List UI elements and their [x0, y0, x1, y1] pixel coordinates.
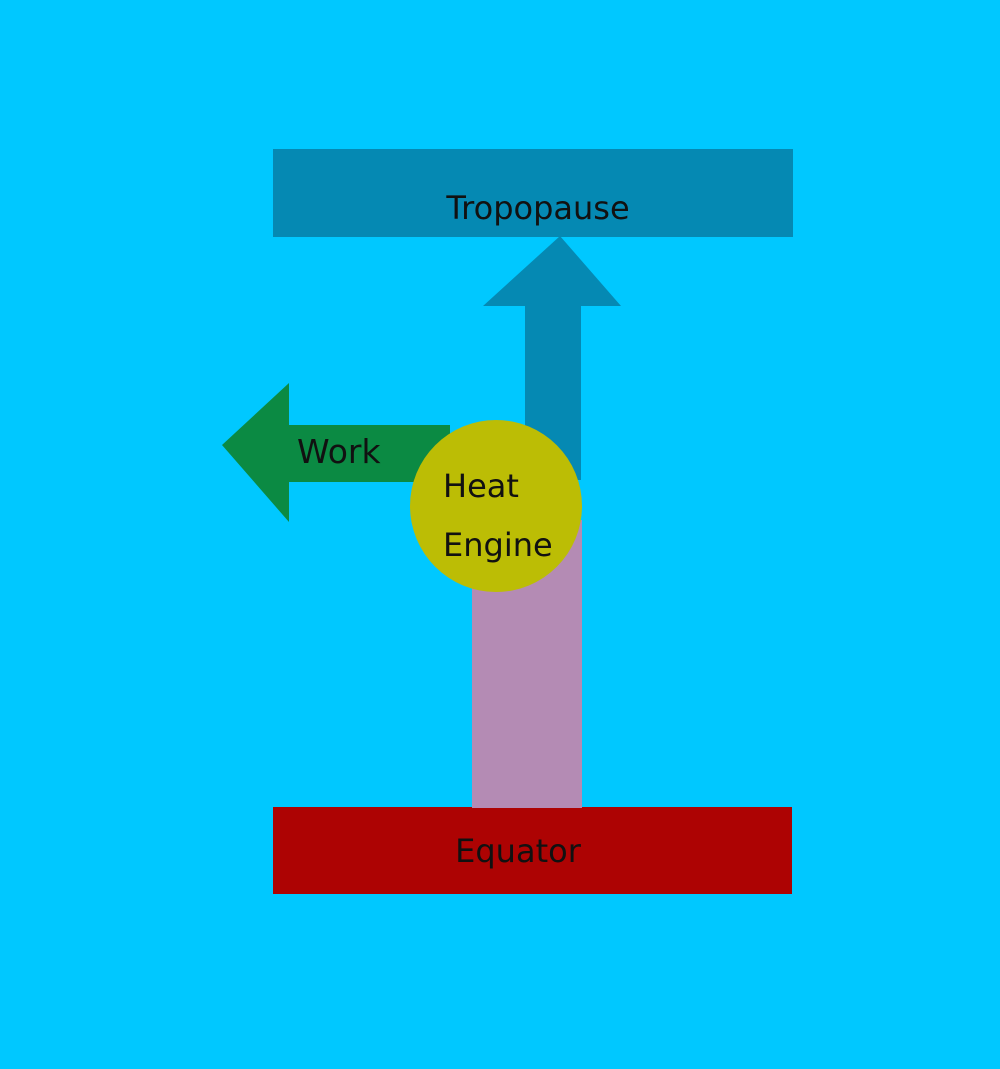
tropopause-box: Tropopause [273, 149, 793, 237]
equator-box: Equator [273, 807, 792, 894]
heat-engine-circle: Heat Engine [410, 420, 582, 592]
work-arrow: Work [222, 383, 450, 522]
equator-label: Equator [455, 832, 582, 870]
tropopause-label: Tropopause [445, 189, 629, 227]
heat-engine-label-line1: Heat [443, 467, 519, 505]
heat-engine-label-line2: Engine [443, 526, 553, 564]
work-label: Work [297, 432, 381, 471]
heat-release-up-arrow [483, 236, 621, 480]
